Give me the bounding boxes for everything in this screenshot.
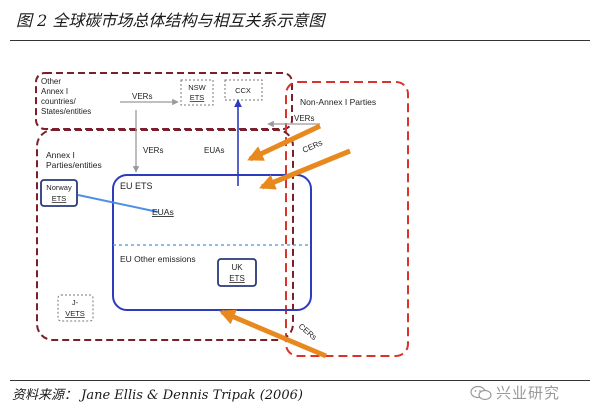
annex-label-1: Annex I (46, 150, 75, 160)
annex-label-2: Parties/entities (46, 160, 102, 170)
other-annex-label-1: Other (41, 77, 61, 86)
nsw-label-2: ETS (190, 93, 205, 102)
vers-top-label: VERs (132, 92, 152, 101)
chat-bubble-icon (470, 385, 492, 401)
non-annex-label: Non-Annex I Parties (300, 97, 376, 107)
j-label-2: VETS (65, 309, 85, 318)
cers-upper-label: CERs (301, 138, 324, 155)
j-label-1: J- (72, 298, 79, 307)
ccx-box (224, 79, 263, 101)
bottom-rule (10, 380, 590, 381)
other-annex-label-3: countries/ (41, 97, 76, 106)
euas-inner-label: EUAs (152, 207, 174, 217)
vers-mid-label: VERs (143, 146, 163, 155)
j-vets-box (57, 294, 94, 322)
nsw-label-1: NSW (188, 83, 206, 92)
norway-link-line (77, 194, 159, 213)
norway-label-2: ETS (52, 194, 67, 203)
annex-region (36, 129, 294, 341)
figure-title: 图 2 全球碳市场总体结构与相互关系示意图 (16, 11, 325, 30)
eu-ets-label: EU ETS (120, 181, 153, 191)
uk-ets-box (217, 258, 257, 287)
norway-ets-box (40, 179, 78, 207)
source-note: 资料来源： Jane Ellis & Dennis Tripak (2006) (12, 388, 303, 403)
eu-ets-box (112, 174, 312, 311)
other-annex-label-4: States/entities (41, 107, 91, 116)
norway-label-1: Norway (46, 183, 72, 192)
nsw-ets-box (180, 79, 214, 106)
cers-upper-arrow-2 (259, 148, 351, 190)
non-annex-region (285, 81, 409, 357)
cers-lower-label: CERs (297, 322, 319, 342)
watermark-text: 兴业研究 (496, 384, 561, 402)
vers-right-label: VERs (294, 114, 314, 123)
uk-label-1: UK (231, 263, 243, 272)
eu-other-label: EU Other emissions (120, 254, 196, 264)
cers-lower-arrow (219, 309, 327, 359)
euas-top-label: EUAs (204, 146, 224, 155)
ccx-label: CCX (235, 86, 251, 95)
top-rule (10, 40, 590, 41)
other-annex-label-2: Annex I (41, 87, 68, 96)
cers-upper-arrow-1 (247, 123, 322, 162)
watermark: 兴业研究 (470, 382, 590, 404)
uk-label-2: ETS (229, 274, 245, 283)
